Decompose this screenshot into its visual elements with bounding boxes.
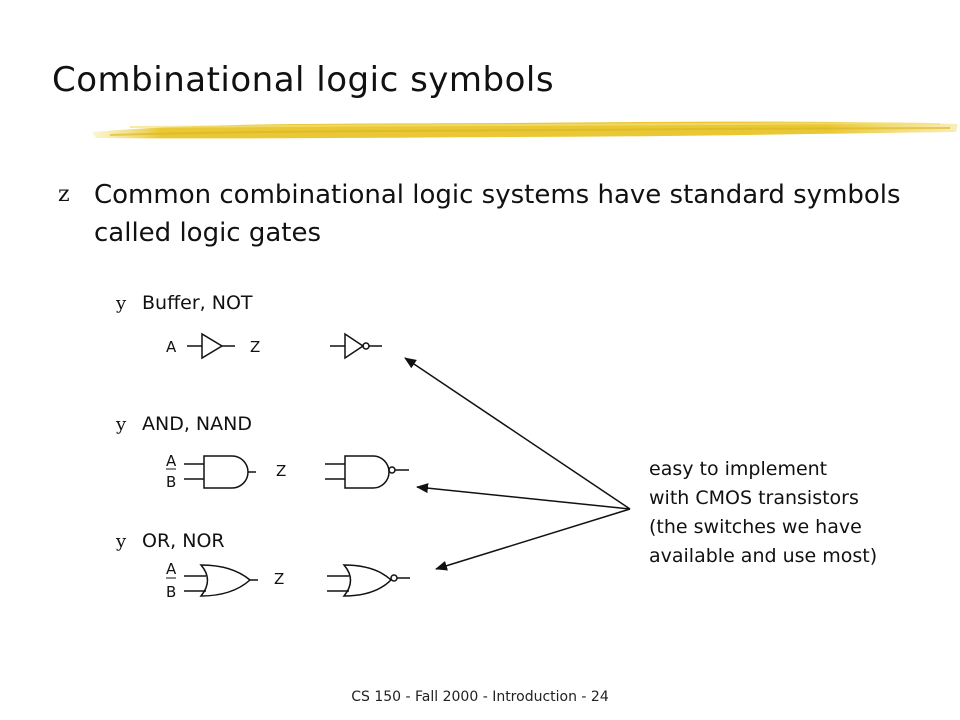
sub-bullet-and-nand: y AND, NAND [116, 413, 252, 435]
and-gate-icon [184, 455, 256, 489]
buffer-input-label: A [166, 338, 177, 356]
sub-bullet-marker: y [116, 414, 127, 435]
sub-bullet-text: OR, NOR [142, 530, 225, 552]
main-bullet-text: Common combinational logic systems have … [94, 180, 901, 248]
main-bullet: z Common combinational logic systems hav… [58, 176, 918, 252]
arrow-to-nand [416, 483, 631, 510]
and-input-a-label: A [166, 452, 177, 470]
title-underline-brush [92, 121, 958, 139]
buffer-output-label: Z [250, 338, 260, 356]
sub-bullet-or-nor: y OR, NOR [116, 530, 225, 552]
sub-bullet-marker: y [116, 293, 127, 314]
or-output-label: Z [274, 570, 284, 588]
not-gate-icon [330, 332, 382, 360]
note-line: available and use most) [649, 545, 878, 567]
or-input-a-label: A [166, 560, 177, 578]
slide-title: Combinational logic symbols [52, 60, 555, 100]
note-line: easy to implement [649, 458, 828, 480]
bullet-marker: z [58, 182, 70, 207]
arrow-to-nor [435, 508, 631, 571]
slide-footer: CS 150 - Fall 2000 - Introduction - 24 [351, 689, 609, 705]
cmos-note: easy to implement with CMOS transistors … [649, 455, 877, 571]
sub-bullet-marker: y [116, 531, 127, 552]
nor-gate-icon [327, 564, 410, 597]
arrow-to-not [404, 357, 631, 510]
note-line: (the switches we have [649, 516, 862, 538]
sub-bullet-text: AND, NAND [142, 413, 252, 435]
note-line: with CMOS transistors [649, 487, 859, 509]
sub-bullet-text: Buffer, NOT [142, 292, 253, 314]
or-gate-icon [184, 564, 258, 597]
or-input-b-label: B [166, 583, 176, 601]
buffer-gate-icon [187, 332, 235, 360]
nand-gate-icon [325, 455, 409, 489]
sub-bullet-buffer-not: y Buffer, NOT [116, 292, 253, 314]
and-input-b-label: B [166, 473, 176, 491]
and-output-label: Z [276, 462, 286, 480]
